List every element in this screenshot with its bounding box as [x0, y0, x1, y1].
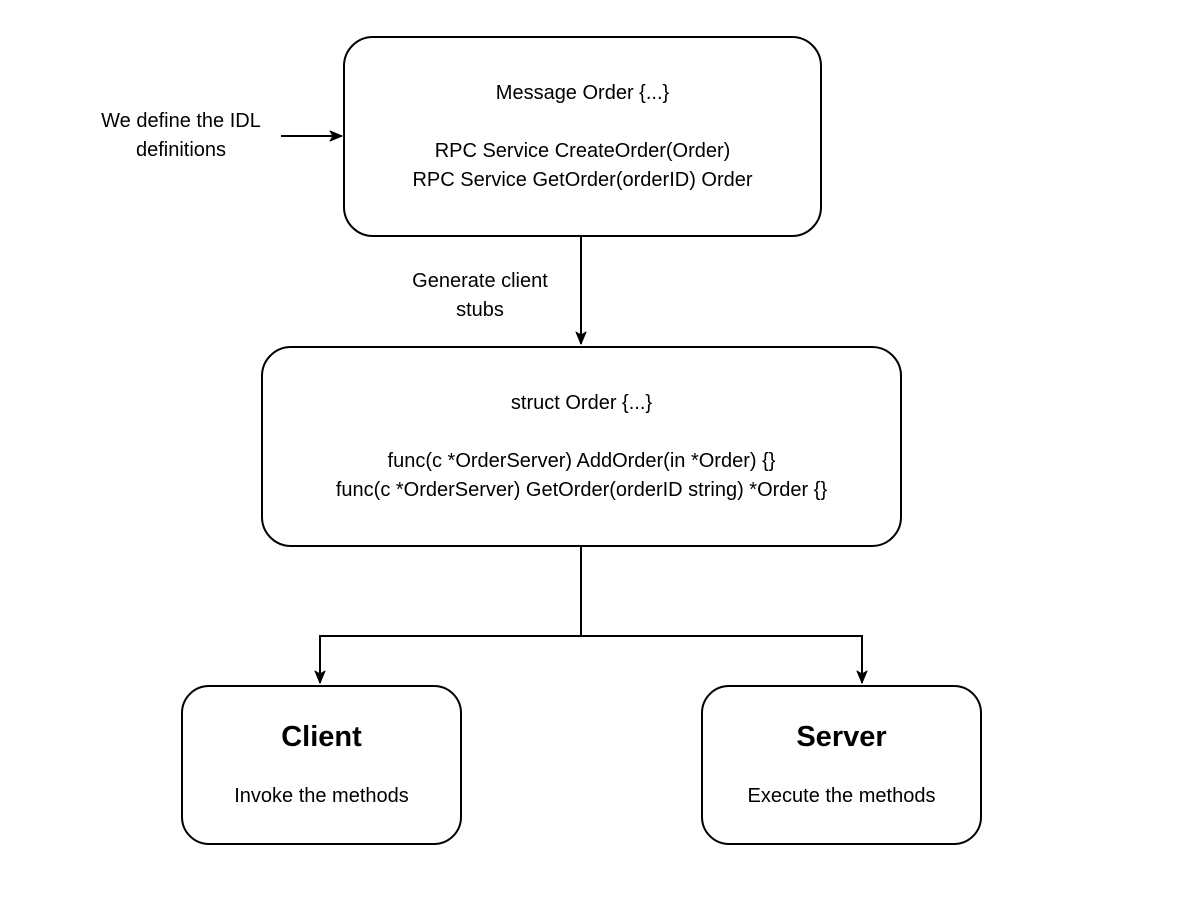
- client-subtitle: Invoke the methods: [234, 785, 409, 807]
- node-line: Message Order {...}: [495, 81, 670, 104]
- node-line: func(c *OrderServer) GetOrder(orderID st…: [335, 478, 828, 501]
- generate-stubs-label: Generate client stubs: [412, 270, 548, 321]
- node-line: struct Order {...}: [510, 391, 653, 414]
- idl-definition-node: Message Order {...} RPC Service CreateOr…: [343, 36, 822, 237]
- server-node: Server Execute the methods: [701, 685, 982, 845]
- node-line: func(c *OrderServer) AddOrder(in *Order)…: [387, 449, 776, 472]
- server-title: Server: [796, 721, 887, 753]
- node-line: RPC Service CreateOrder(Order): [434, 139, 731, 162]
- client-node: Client Invoke the methods: [181, 685, 462, 845]
- node-line: RPC Service GetOrder(orderID) Order: [412, 168, 753, 191]
- branch-right-arrow: [581, 635, 868, 684]
- server-subtitle: Execute the methods: [747, 785, 936, 807]
- define-idl-label: We define the IDL definitions: [101, 110, 261, 161]
- generated-stubs-node: struct Order {...} func(c *OrderServer) …: [261, 346, 902, 547]
- branch-left-arrow: [314, 547, 582, 684]
- client-title: Client: [281, 721, 362, 753]
